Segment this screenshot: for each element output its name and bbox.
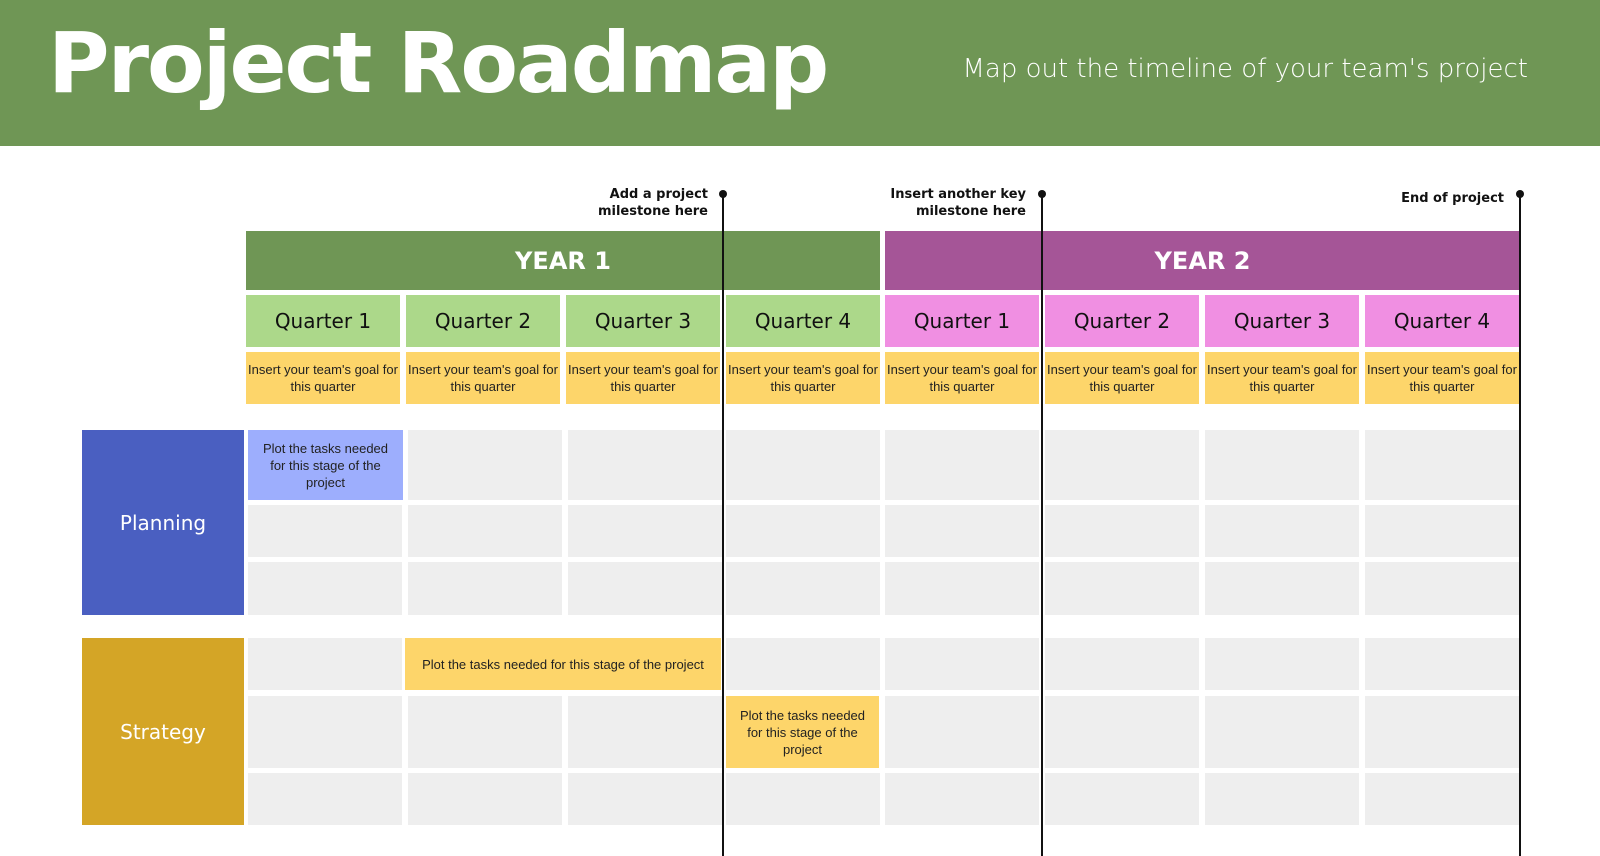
grid-cell[interactable] bbox=[248, 505, 402, 557]
grid-cell[interactable] bbox=[885, 562, 1039, 615]
quarter-goal-y2-q4: Insert your team's goal for this quarter bbox=[1365, 352, 1519, 404]
grid-cell[interactable] bbox=[408, 430, 562, 500]
task-card-strategy-2[interactable]: Plot the tasks needed for this stage of … bbox=[726, 696, 879, 768]
grid-cell[interactable] bbox=[1045, 505, 1199, 557]
stage-label-planning: Planning bbox=[82, 430, 244, 615]
grid-cell[interactable] bbox=[1365, 638, 1519, 690]
quarter-header-y1-q2: Quarter 2 bbox=[406, 295, 560, 347]
grid-cell[interactable] bbox=[568, 773, 722, 825]
grid-cell[interactable] bbox=[1365, 696, 1519, 768]
milestone-label-3: End of project bbox=[1401, 191, 1504, 206]
quarter-goal-y2-q1: Insert your team's goal for this quarter bbox=[885, 352, 1039, 404]
grid-cell[interactable] bbox=[408, 505, 562, 557]
quarter-goal-y2-q3: Insert your team's goal for this quarter bbox=[1205, 352, 1359, 404]
page-subtitle: Map out the timeline of your team's proj… bbox=[962, 54, 1528, 84]
year-1-header: YEAR 1 bbox=[246, 231, 880, 290]
grid-cell[interactable] bbox=[568, 696, 722, 768]
grid-cell[interactable] bbox=[1045, 773, 1199, 825]
grid-cell[interactable] bbox=[1045, 638, 1199, 690]
grid-cell[interactable] bbox=[408, 696, 562, 768]
quarter-header-y1-q1: Quarter 1 bbox=[246, 295, 400, 347]
grid-cell[interactable] bbox=[885, 430, 1039, 500]
grid-cell[interactable] bbox=[1045, 696, 1199, 768]
grid-cell[interactable] bbox=[1205, 430, 1359, 500]
grid-cell[interactable] bbox=[248, 562, 402, 615]
quarter-goal-y2-q2: Insert your team's goal for this quarter bbox=[1045, 352, 1199, 404]
milestone-line-3 bbox=[1519, 194, 1521, 856]
quarter-header-y2-q2: Quarter 2 bbox=[1045, 295, 1199, 347]
milestone-label-2: Insert another key milestone here bbox=[890, 187, 1026, 219]
task-card-strategy-1[interactable]: Plot the tasks needed for this stage of … bbox=[405, 638, 721, 690]
stage-label-strategy: Strategy bbox=[82, 638, 244, 825]
milestone-line-1 bbox=[722, 194, 724, 856]
grid-cell[interactable] bbox=[885, 505, 1039, 557]
grid-cell[interactable] bbox=[885, 696, 1039, 768]
grid-cell[interactable] bbox=[1045, 562, 1199, 615]
grid-cell[interactable] bbox=[1205, 505, 1359, 557]
grid-cell[interactable] bbox=[248, 696, 402, 768]
quarter-header-y2-q1: Quarter 1 bbox=[885, 295, 1039, 347]
grid-cell[interactable] bbox=[1205, 773, 1359, 825]
grid-cell[interactable] bbox=[1045, 430, 1199, 500]
quarter-goal-y1-q4: Insert your team's goal for this quarter bbox=[726, 352, 880, 404]
grid-cell[interactable] bbox=[726, 505, 880, 557]
grid-cell[interactable] bbox=[885, 773, 1039, 825]
milestone-marker-1 bbox=[719, 190, 727, 198]
grid-cell[interactable] bbox=[1205, 562, 1359, 615]
grid-cell[interactable] bbox=[726, 430, 880, 500]
quarter-goal-y1-q2: Insert your team's goal for this quarter bbox=[406, 352, 560, 404]
grid-cell[interactable] bbox=[726, 638, 880, 690]
milestone-marker-3 bbox=[1516, 190, 1524, 198]
grid-cell[interactable] bbox=[1365, 562, 1519, 615]
milestone-label-1: Add a project milestone here bbox=[597, 187, 708, 219]
quarter-header-y2-q3: Quarter 3 bbox=[1205, 295, 1359, 347]
milestone-line-2 bbox=[1041, 194, 1043, 856]
header-banner: Project Roadmap Map out the timeline of … bbox=[0, 0, 1600, 146]
grid-cell[interactable] bbox=[248, 773, 402, 825]
page-title: Project Roadmap bbox=[48, 14, 829, 112]
grid-cell[interactable] bbox=[1205, 696, 1359, 768]
grid-cell[interactable] bbox=[1365, 505, 1519, 557]
task-card-planning-1[interactable]: Plot the tasks needed for this stage of … bbox=[248, 430, 403, 500]
quarter-goal-y1-q1: Insert your team's goal for this quarter bbox=[246, 352, 400, 404]
grid-cell[interactable] bbox=[1205, 638, 1359, 690]
grid-cell[interactable] bbox=[726, 773, 880, 825]
grid-cell[interactable] bbox=[568, 505, 722, 557]
grid-cell[interactable] bbox=[726, 562, 880, 615]
grid-cell[interactable] bbox=[568, 562, 722, 615]
grid-cell[interactable] bbox=[408, 773, 562, 825]
quarter-header-y1-q3: Quarter 3 bbox=[566, 295, 720, 347]
grid-cell[interactable] bbox=[1365, 430, 1519, 500]
grid-cell[interactable] bbox=[885, 638, 1039, 690]
grid-cell[interactable] bbox=[408, 562, 562, 615]
quarter-header-y1-q4: Quarter 4 bbox=[726, 295, 880, 347]
grid-cell[interactable] bbox=[1365, 773, 1519, 825]
grid-cell[interactable] bbox=[248, 638, 402, 690]
quarter-header-y2-q4: Quarter 4 bbox=[1365, 295, 1519, 347]
quarter-goal-y1-q3: Insert your team's goal for this quarter bbox=[566, 352, 720, 404]
milestone-marker-2 bbox=[1038, 190, 1046, 198]
year-2-header: YEAR 2 bbox=[885, 231, 1520, 290]
grid-cell[interactable] bbox=[568, 430, 722, 500]
